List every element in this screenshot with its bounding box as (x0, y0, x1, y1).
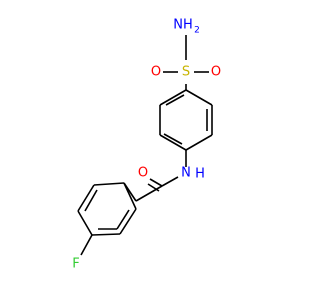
nh2-label: NH (173, 18, 193, 33)
fluorophenyl-ring (77, 182, 137, 256)
bond-carbonyl-ch2 (135, 185, 163, 202)
oxygen-left-label: O (151, 65, 161, 80)
nh2-subscript: 2 (194, 26, 200, 36)
ring2-bond-5 (77, 184, 95, 212)
oxygen-right-label: O (211, 65, 221, 80)
bond-c-o-1 (149, 178, 163, 187)
ring1-double-2 (163, 133, 183, 145)
ring2-bond-2 (119, 208, 137, 235)
ring1-bond-3 (185, 134, 213, 151)
amide-bonds (123, 150, 187, 202)
ring1-double-3 (165, 94, 185, 106)
sulfur-label: S (182, 65, 190, 80)
ring2-bond-1 (123, 182, 137, 210)
bond-ring-f (80, 234, 93, 256)
ring1-bond-1 (185, 89, 213, 106)
ring2-double-1 (116, 209, 130, 230)
ring2-bond-3 (91, 233, 121, 236)
sulfonamide-bonds (163, 35, 209, 90)
molecule-diagram: NH 2 S O O N H O F (72, 17, 222, 272)
sulfonyl-benzene-ring (159, 89, 213, 151)
structure-drawing: NH 2 S O O N H O F (72, 18, 221, 272)
bond-n-carbonyl (161, 176, 179, 187)
atom-labels: NH 2 S O O N H O F (72, 18, 221, 272)
carbonyl-oxygen-label: O (138, 166, 148, 181)
ring2-double-2 (84, 189, 98, 212)
ring2-bond-6 (93, 182, 125, 186)
amide-hydrogen-label: H (195, 167, 205, 182)
ring1-bond-6 (159, 89, 187, 106)
ring1-bond-4 (159, 134, 187, 151)
bond-c-o-2 (147, 183, 160, 192)
amide-nitrogen-label: N (181, 166, 191, 181)
fluorine-label: F (72, 257, 79, 272)
ring2-bond-4 (77, 210, 93, 236)
